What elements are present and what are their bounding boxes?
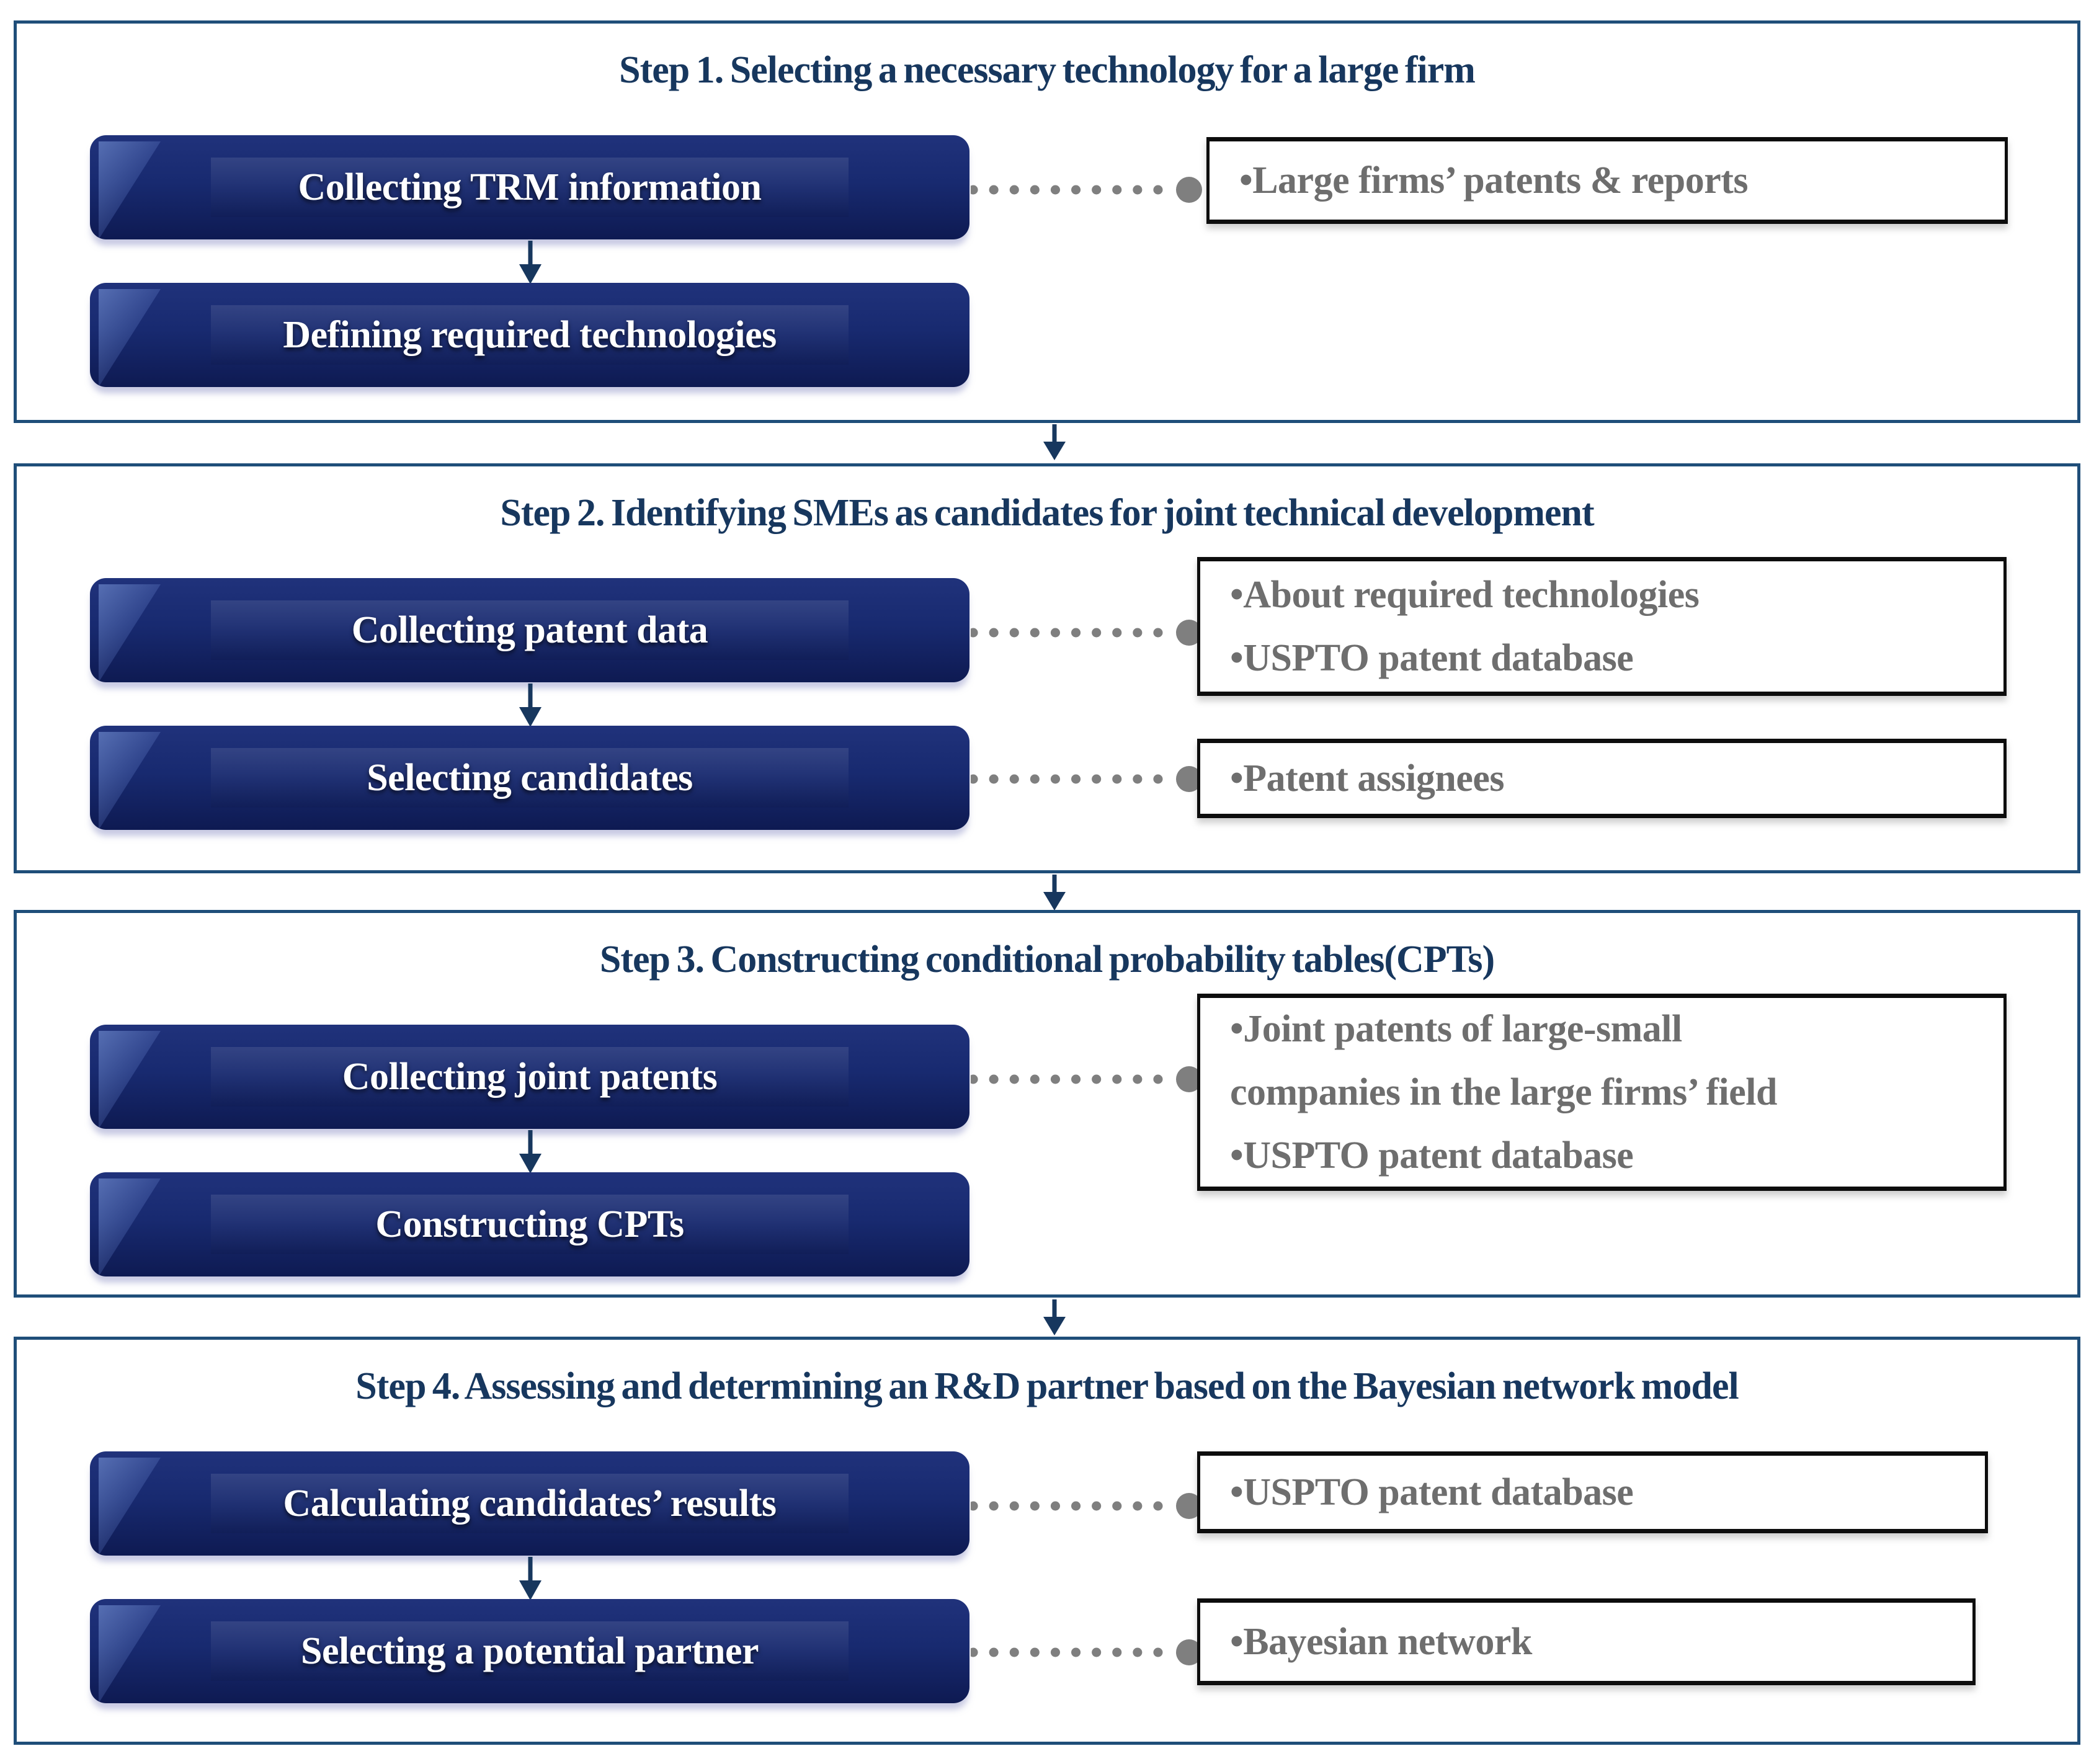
connector-dot [1176, 1493, 1202, 1519]
down-arrow-icon [519, 1130, 541, 1174]
step-1-panel: Step 1. Selecting a necessary technology… [14, 20, 2080, 423]
process-box-label: Collecting TRM information [298, 166, 762, 208]
process-box-constructing-cpts: Constructing CPTs [90, 1172, 969, 1276]
note-box: •Joint patents of large-small companies … [1197, 994, 2007, 1191]
dotted-connector [971, 766, 1202, 792]
process-box-label: Selecting a potential partner [300, 1629, 759, 1672]
process-box-collecting-joint-patents: Collecting joint patents [90, 1025, 969, 1129]
flow-arrow-icon [1043, 875, 1066, 911]
step-4-title: Step 4. Assessing and determining an R&D… [355, 1365, 1739, 1407]
flow-arrow-icon [1043, 424, 1066, 460]
process-box-label: Defining required technologies [283, 313, 777, 356]
process-box-collecting-patent-data: Collecting patent data [90, 578, 969, 682]
process-box-selecting-partner: Selecting a potential partner [90, 1599, 969, 1703]
process-box-label: Collecting joint patents [342, 1055, 718, 1098]
connector-dot [1176, 1639, 1202, 1665]
note-item: •USPTO patent database [1230, 637, 1634, 679]
flow-arrow-icon [1043, 1299, 1066, 1335]
note-box: •About required technologies •USPTO pate… [1197, 557, 2007, 696]
step-3-title: Step 3. Constructing conditional probabi… [599, 938, 1495, 981]
note-item: •Joint patents of large-small companies … [1230, 1007, 1777, 1113]
connector-dot [1176, 1066, 1202, 1092]
step-2-panel: Step 2. Identifying SMEs as candidates f… [14, 463, 2080, 873]
down-arrow-icon [519, 1557, 541, 1600]
note-item: •About required technologies [1230, 573, 1700, 616]
step-1-title: Step 1. Selecting a necessary technology… [619, 49, 1476, 91]
note-item: •USPTO patent database [1230, 1471, 1634, 1513]
dotted-connector [971, 1639, 1202, 1665]
connector-dot [1176, 177, 1202, 203]
note-item: •Patent assignees [1230, 757, 1505, 800]
process-box-defining-tech: Defining required technologies [90, 283, 969, 387]
corner-fold-icon [99, 1178, 161, 1276]
down-arrow-icon [519, 684, 541, 727]
corner-fold-icon [99, 1605, 161, 1703]
connector-dot [1176, 620, 1202, 646]
step-4-panel: Step 4. Assessing and determining an R&D… [14, 1337, 2080, 1745]
connector-dot [1176, 766, 1202, 792]
note-item: •USPTO patent database [1230, 1134, 1634, 1177]
step-3-panel: Step 3. Constructing conditional probabi… [14, 910, 2080, 1298]
corner-fold-icon [99, 141, 161, 239]
dotted-connector [971, 1493, 1202, 1519]
note-item: •Bayesian network [1230, 1620, 1532, 1663]
corner-fold-icon [99, 732, 161, 830]
process-box-collecting-trm: Collecting TRM information [90, 135, 969, 239]
note-box: •Patent assignees [1197, 739, 2007, 818]
process-box-label: Selecting candidates [367, 756, 693, 799]
step-2-title: Step 2. Identifying SMEs as candidates f… [500, 492, 1594, 534]
note-box: •Bayesian network [1197, 1598, 1976, 1685]
dotted-connector [971, 177, 1202, 203]
corner-fold-icon [99, 1458, 161, 1556]
dotted-connector [971, 620, 1202, 646]
process-box-label: Calculating candidates’ results [283, 1482, 777, 1525]
corner-fold-icon [99, 289, 161, 387]
process-box-calculating-results: Calculating candidates’ results [90, 1451, 969, 1556]
corner-fold-icon [99, 1031, 161, 1129]
corner-fold-icon [99, 584, 161, 682]
dotted-connector [971, 1066, 1202, 1092]
note-box: •USPTO patent database [1197, 1451, 1988, 1533]
note-item: •Large firms’ patents & reports [1239, 159, 1749, 202]
process-box-selecting-candidates: Selecting candidates [90, 726, 969, 830]
down-arrow-icon [519, 241, 541, 284]
note-box: •Large firms’ patents & reports [1206, 137, 2008, 224]
process-box-label: Collecting patent data [351, 608, 708, 651]
process-box-label: Constructing CPTs [375, 1203, 684, 1245]
